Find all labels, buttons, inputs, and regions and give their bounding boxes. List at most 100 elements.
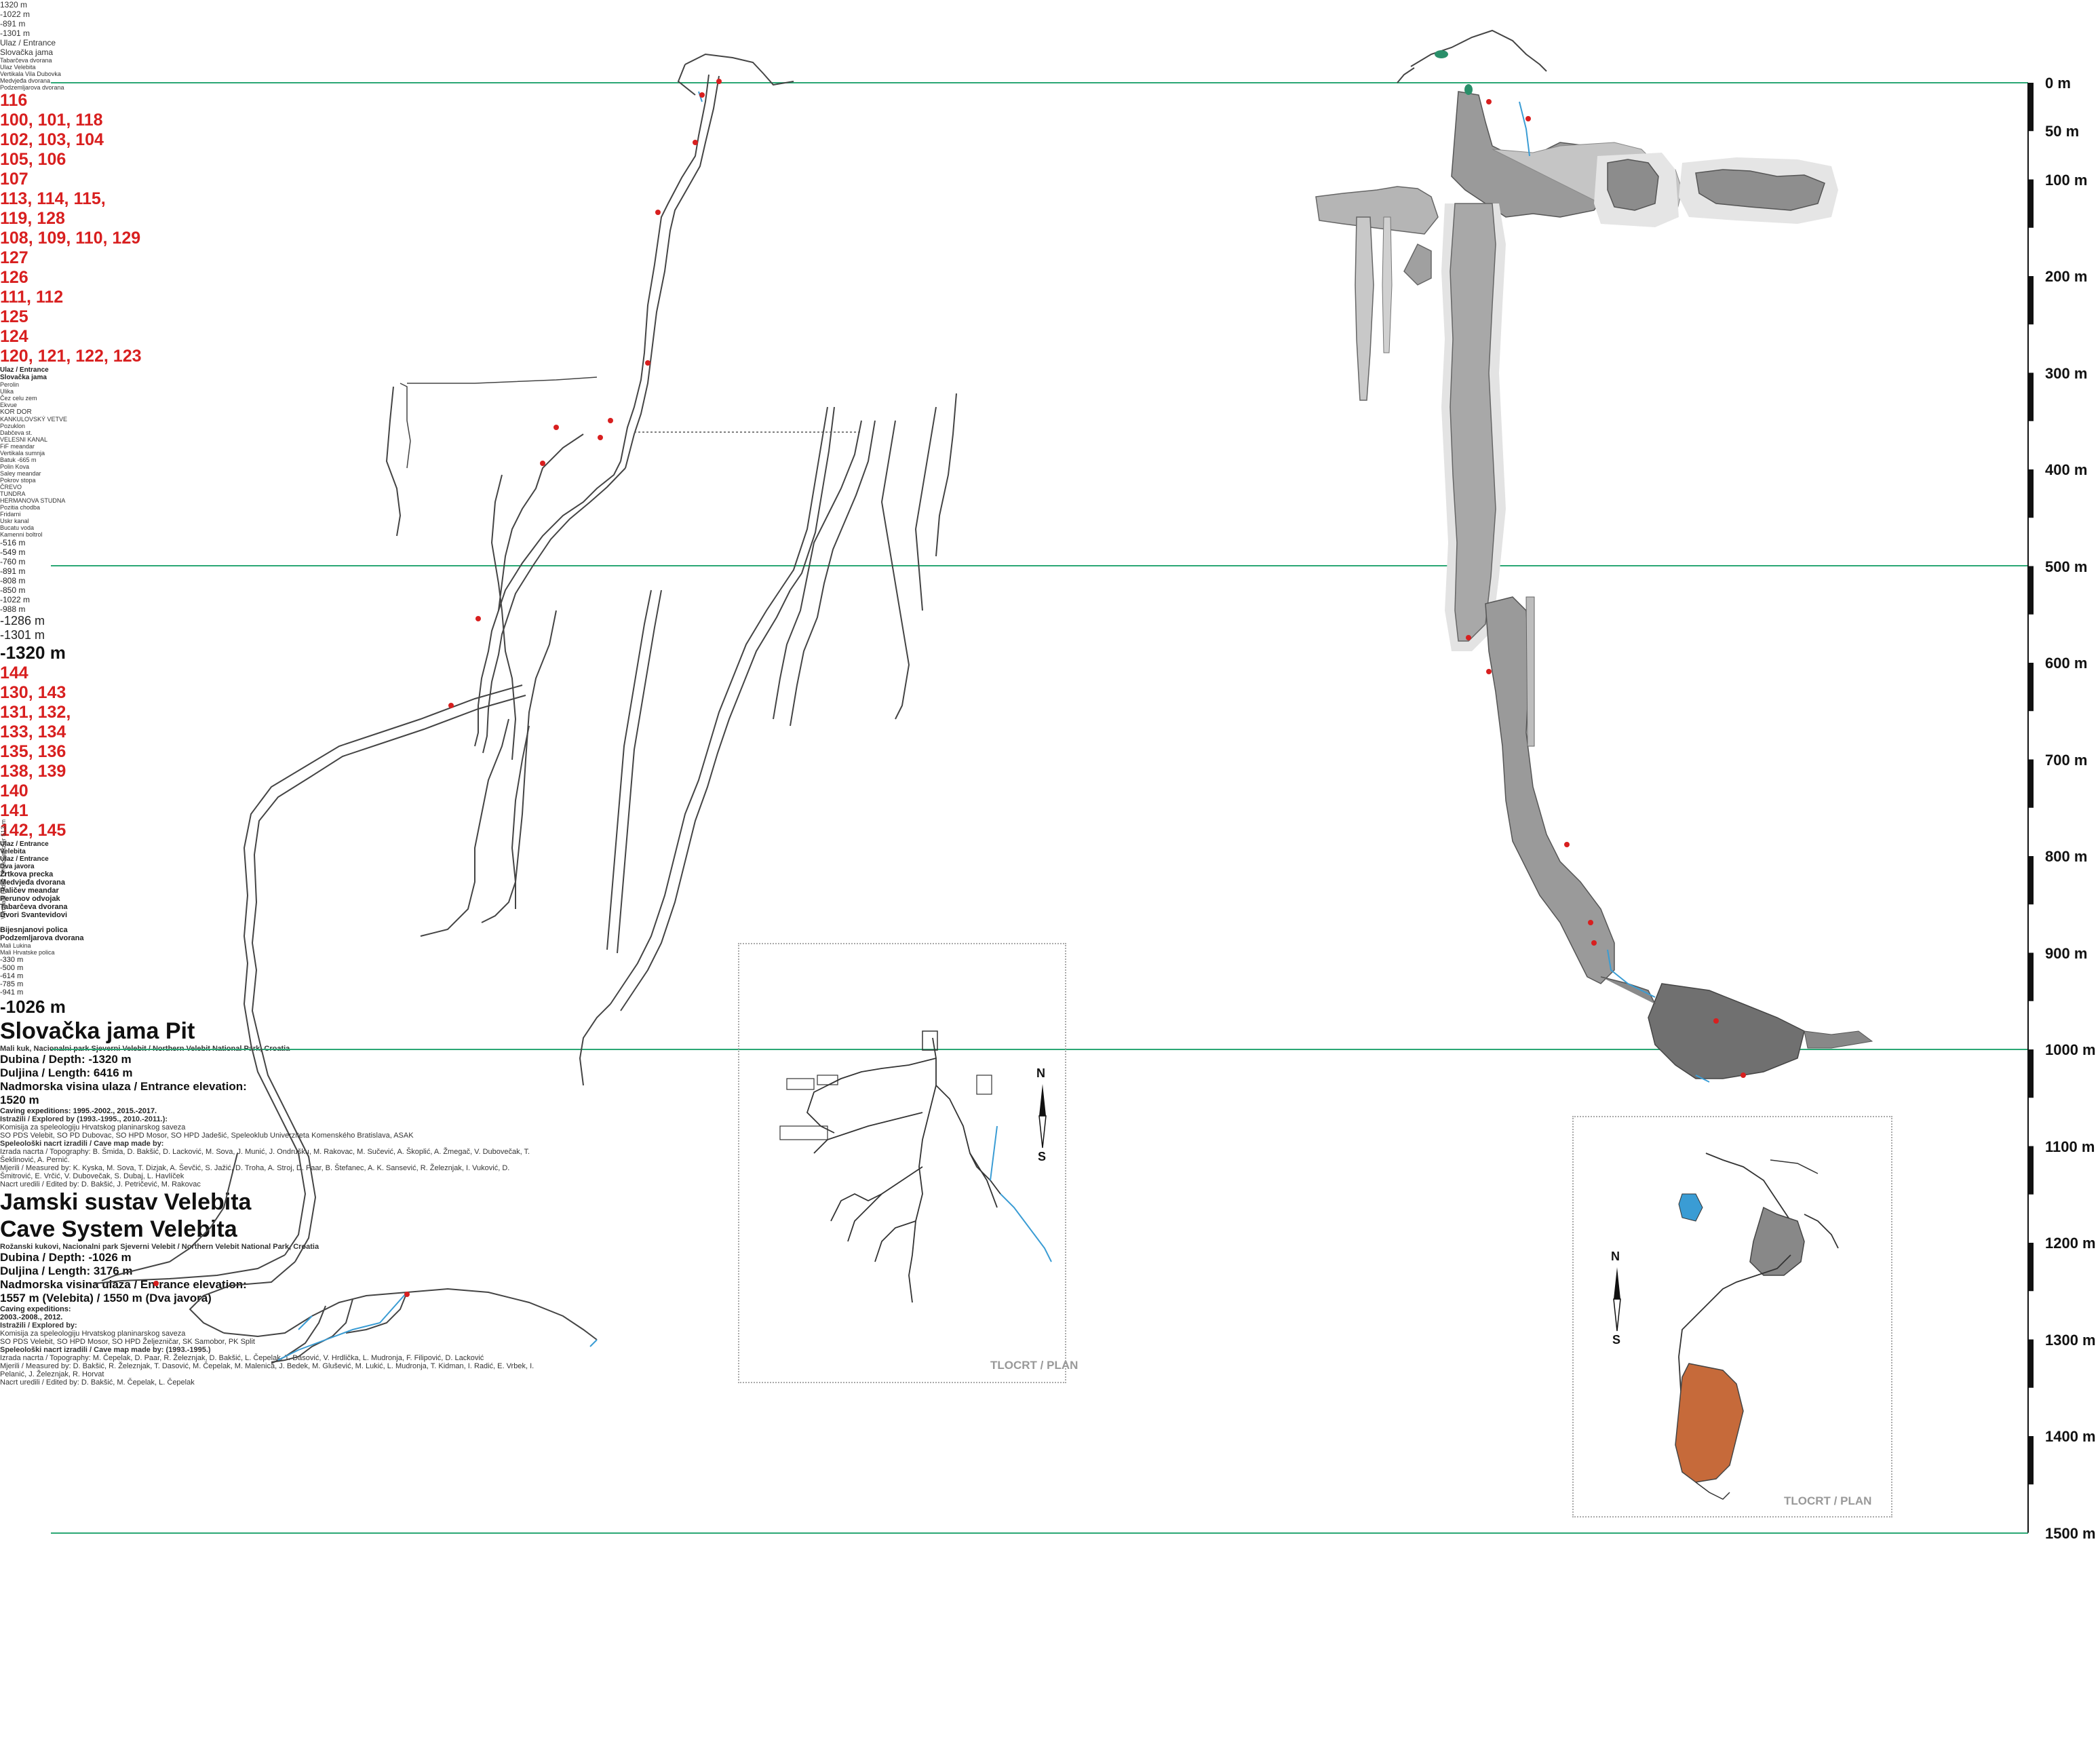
slovacka-passage-label: Saley meandar [0,470,41,477]
compass-arrow-velebita [1613,1267,1621,1332]
velebita-passage-label: Mali Hrvatske polica [0,949,55,956]
velebita-elevation-value: 1557 m (Velebita) / 1550 m (Dva javora) [0,1292,212,1304]
ruler-segment [2028,276,2034,325]
slovacka-depth-label: -516 m [0,538,26,547]
compass-arrow-slovacka [1038,1084,1047,1148]
velebita-passage-label: Žrtkova precka [0,870,54,878]
slovacka-passage-label: Polin Kova [0,463,30,470]
ruler-segment [2028,83,2034,132]
depth-scale-label: 0 m [2045,75,2071,92]
ruler-segment [2028,372,2034,421]
slovacka-depth-label: -549 m [0,547,26,557]
depth-scale-label: 400 m [2045,461,2088,478]
velebita-passage-label: Medvjeđa dvorana [0,878,65,887]
slovacka-credit: Nacrt uredili / Edited by: D. Bakšić, J.… [0,1180,201,1188]
ruler-segment [2028,469,2034,518]
slovacka-credit: Mjerili / Measured by: K. Kyska, M. Sova… [0,1164,510,1172]
ruler-segment [2028,952,2034,1001]
velebita-max-depth: -1026 m [0,997,66,1017]
ruler-segment [2028,759,2034,808]
slovacka-passage-label: Čez celu zem [0,395,37,402]
slovacka-credit: Komisija za speleologiju Hrvatskog plani… [0,1123,186,1132]
velebita-passage-label: Paličev meandar [0,887,59,895]
slovacka-depth-label: -1286 m [0,614,45,627]
slovacka-credit: Šmitrović, E. Vrčić, V. Dubovečak, S. Du… [0,1172,184,1180]
slovacka-marker: 100, 101, 118 [0,111,103,130]
slovacka-length-stat: Duljina / Length: 6416 m [0,1066,133,1079]
slovacka-elevation-value: 1520 m [0,1094,39,1106]
velebita-length-stat: Duljina / Length: 3176 m [0,1264,133,1277]
velebita-marker: 130, 143 [0,683,66,702]
ruler-segment [2028,1243,2034,1292]
velebita-marker: 142, 145 [0,821,66,840]
slovacka-marker: 102, 103, 104 [0,130,104,149]
slovacka-passage-label: KOR DOR [0,408,32,416]
ruler-segment [2028,1436,2034,1485]
slovacka-passage-label: Vertikala sumnja [0,450,45,457]
depth-scale-label: 100 m [2045,171,2088,189]
velebita-plan-label: Vertikala Vila Dubovka [0,71,61,77]
slovacka-credit: Istražili / Explored by (1993.-1995., 20… [0,1115,168,1123]
velebita-passage-label: Bijesnjanovi polica [0,926,68,934]
slovacka-passage-label: Pokrov stopa [0,477,36,484]
slovacka-credit: SO PDS Velebit, SO PD Dubovac, SO HPD Mo… [0,1132,414,1140]
velebita-depth-label: -785 m [0,980,24,988]
slovacka-passage-label: Ulika [0,388,14,395]
velebita-marker: 144 [0,663,28,682]
velebita-marker: 141 [0,801,28,820]
velebita-passage-label: Tabarčeva dvorana [0,903,68,911]
velebita-marker: 138, 139 [0,762,66,781]
slovacka-passage-label: Bucatu voda [0,524,35,531]
velebita-compass-s: S [1612,1333,1621,1347]
depth-scale-label: 1300 m [2045,1331,2096,1349]
velebita-credit: Istražili / Explored by: [0,1321,77,1330]
velebita-passage-label: Mali Lukina [0,942,31,949]
ruler-segment [2028,1146,2034,1195]
velebita-entrance-label: Velebita [0,848,26,855]
velebita-passage-label: Podzemljarova dvorana [0,934,84,942]
depth-scale-label: 1000 m [2045,1041,2096,1058]
depth-ruler [2027,83,2034,1533]
depth-scale-label: 1200 m [2045,1235,2096,1252]
slovacka-passage-label: ČREVO [0,484,22,490]
velebita-marker: 140 [0,781,28,800]
slovacka-plan-tag: TLOCRT / PLAN [990,1359,1078,1372]
slovacka-marker: 127 [0,248,28,267]
velebita-location: Rožanski kukovi, Nacionalni park Sjevern… [0,1243,319,1251]
slovacka-passage-label: Ekvue [0,402,18,408]
slovacka-entrance-label: Slovačka jama [0,374,47,381]
slovacka-plan-label: Slovačka jama [0,47,54,57]
slovacka-passage-label: Fridarni [0,511,21,518]
slovacka-marker: 125 [0,307,28,326]
velebita-passage-label: Dvori Svantevidovi [0,911,68,919]
ruler-segment [2028,179,2034,228]
depth-scale-label: 300 m [2045,364,2088,382]
slovacka-passage-label: TUNDRA [0,490,26,497]
slovacka-elevation-label: Nadmorska visina ulaza / Entrance elevat… [0,1080,247,1093]
slovacka-marker: 119, 128 [0,209,65,228]
slovacka-passage-label: VELESNI KANAL [0,436,48,443]
slovacka-passage-label: Perolin [0,381,20,388]
slovacka-plan-stream [990,1125,1052,1262]
slovacka-passage-label: FiF meandar [0,443,35,450]
velebita-depth-label: -941 m [0,988,24,997]
velebita-depth-label: -614 m [0,972,24,980]
velebita-credit: SO PDS Velebit, SO HPD Mosor, SO HPD Žel… [0,1338,255,1346]
slovacka-marker: 111, 112 [0,288,64,307]
slovacka-title: Slovačka jama Pit [0,1018,195,1044]
depth-scale-label: 1100 m [2045,1138,2095,1155]
slovacka-plan-label: -1022 m [0,9,31,19]
slovacka-passage-label: HERMANOVA STUDNA [0,497,66,504]
velebita-passage-label: Vertikala Ridler Grundsaetzler 513 m [0,819,7,919]
slovacka-depth-stat: Dubina / Depth: -1320 m [0,1053,132,1066]
slovacka-passage-label: Dabčeva st. [0,429,33,436]
velebita-title-en: Cave System Velebita [0,1216,237,1242]
depth-scale-label: 600 m [2045,655,2088,672]
slovacka-marker: 113, 114, 115, [0,189,106,208]
slovacka-plan-label: -891 m [0,19,26,28]
velebita-credit: Komisija za speleologiju Hrvatskog plani… [0,1330,186,1338]
velebita-credit: Pelanić, J. Železnjak, R. Horvat [0,1370,104,1378]
velebita-credit: Nacrt uredili / Edited by: D. Bakšić, M.… [0,1378,195,1387]
slovacka-depth-label: -760 m [0,557,26,566]
